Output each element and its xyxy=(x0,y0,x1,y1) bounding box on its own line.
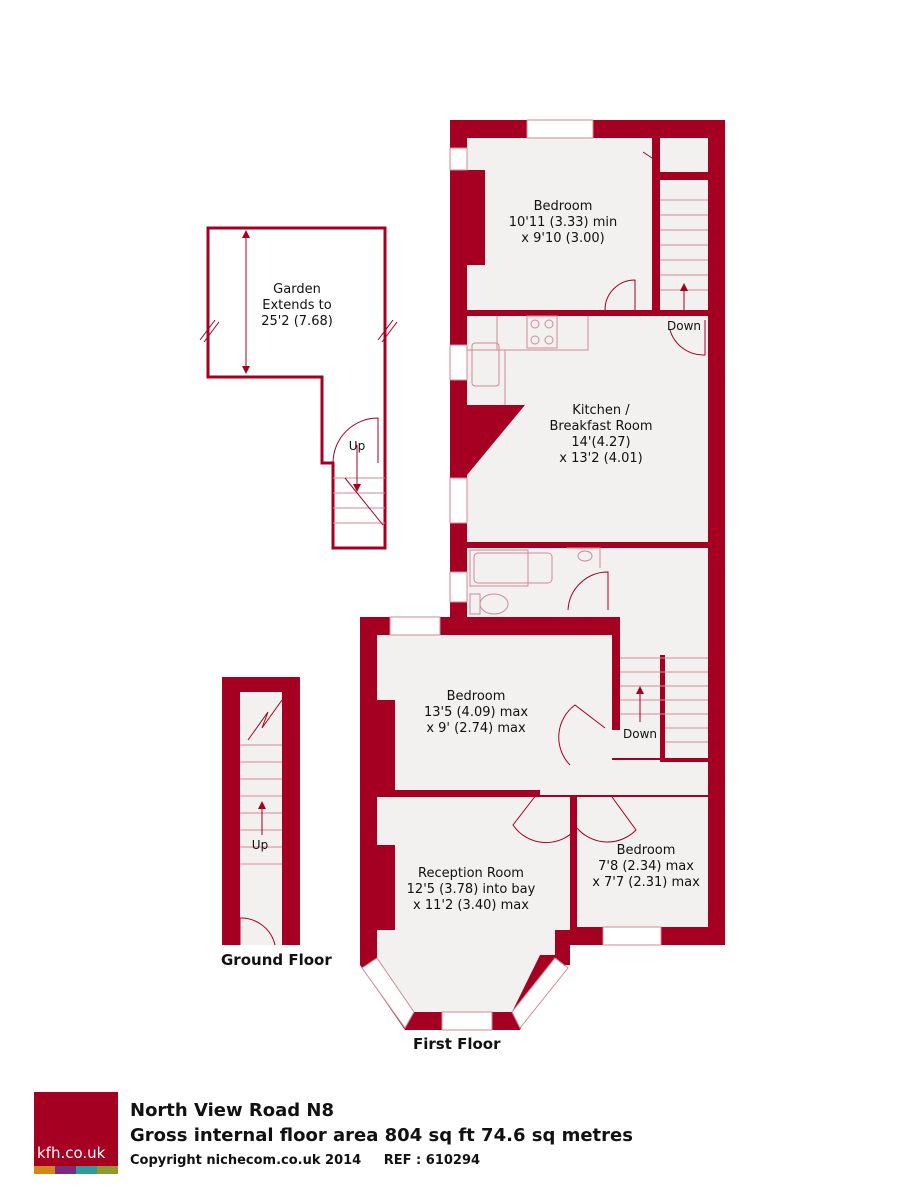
room-name: Garden xyxy=(273,282,321,297)
room-label-bedroom-mid: Bedroom 13'5 (4.09) max x 9' (2.74) max xyxy=(424,689,528,737)
room-dimension: Extends to xyxy=(262,298,332,313)
room-dimension: x 13'2 (4.01) xyxy=(559,451,643,466)
logo-bar xyxy=(55,1166,76,1174)
logo-bar xyxy=(34,1166,55,1174)
room-dimension: x 9' (2.74) max xyxy=(426,721,526,736)
garden-area xyxy=(199,226,398,550)
room-dimension: x 9'10 (3.00) xyxy=(521,231,605,246)
floor-label-first: First Floor xyxy=(413,1035,501,1053)
room-label-garden: Garden Extends to 25'2 (7.68) xyxy=(261,282,333,330)
room-label-reception: Reception Room 12'5 (3.78) into bay x 11… xyxy=(407,866,536,914)
room-dimension: x 7'7 (2.31) max xyxy=(592,875,700,890)
logo-bar xyxy=(76,1166,97,1174)
copyright: Copyright nichecom.co.uk 2014 REF : 6102… xyxy=(130,1153,480,1168)
room-dimension: 14'(4.27) xyxy=(571,435,631,450)
room-name: Bedroom xyxy=(446,689,506,704)
room-dimension: 13'5 (4.09) max xyxy=(423,705,529,720)
floor-label-ground: Ground Floor xyxy=(221,951,332,969)
ground-floor-stair xyxy=(222,677,300,946)
room-dimension: 10'11 (3.33) min xyxy=(508,215,618,230)
stair-label-down-top: Down xyxy=(666,319,702,333)
logo-bar xyxy=(97,1166,118,1174)
reference: REF : 610294 xyxy=(383,1153,481,1168)
room-name: Kitchen / xyxy=(572,403,630,418)
logo-text: kfh.co.uk xyxy=(37,1144,106,1162)
stair-label-up-garden: Up xyxy=(348,439,366,453)
room-label-bedroom-top: Bedroom 10'11 (3.33) min x 9'10 (3.00) xyxy=(509,199,618,247)
room-label-kitchen: Kitchen / Breakfast Room 14'(4.27) x 13'… xyxy=(549,403,652,467)
copyright-text: Copyright nichecom.co.uk 2014 xyxy=(130,1153,362,1168)
kfh-logo: kfh.co.uk xyxy=(34,1092,118,1174)
floor-area: Gross internal floor area 804 sq ft 74.6… xyxy=(130,1125,633,1146)
room-name: Bedroom xyxy=(533,199,593,214)
property-address: North View Road N8 xyxy=(130,1100,334,1121)
stair-label-up-ground: Up xyxy=(251,838,269,852)
room-name: Bedroom xyxy=(616,843,676,858)
room-name: Reception Room xyxy=(418,866,524,881)
first-floor xyxy=(360,119,725,1031)
room-dimension: 12'5 (3.78) into bay xyxy=(406,882,536,897)
room-dimension: 25'2 (7.68) xyxy=(261,314,333,329)
room-label-bedroom-small: Bedroom 7'8 (2.34) max x 7'7 (2.31) max xyxy=(592,843,700,891)
stair-label-down-mid: Down xyxy=(622,727,658,741)
room-dimension: x 11'2 (3.40) max xyxy=(413,898,529,913)
room-dimension: 7'8 (2.34) max xyxy=(598,859,694,874)
room-name: Breakfast Room xyxy=(549,419,653,434)
